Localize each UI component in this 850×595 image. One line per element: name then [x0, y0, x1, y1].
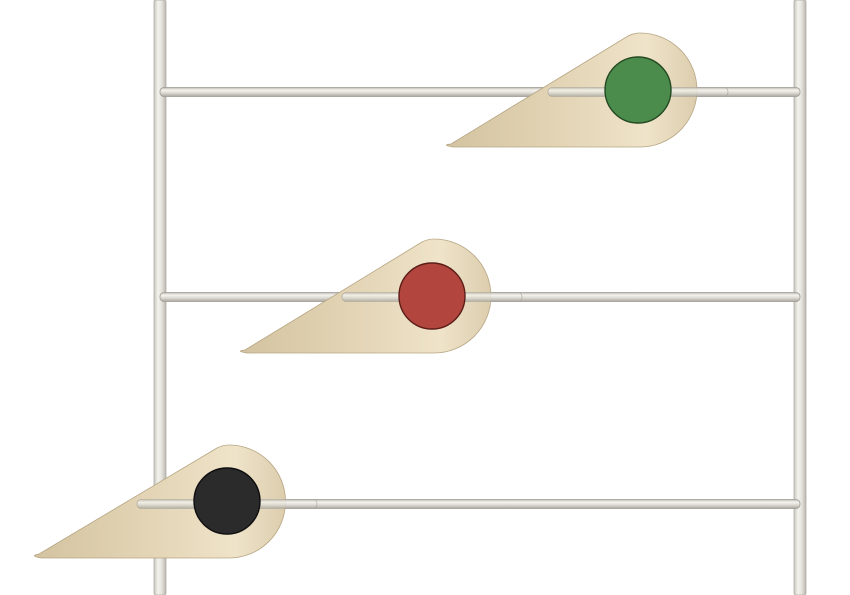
red-marker — [398, 262, 466, 330]
rod-middle — [159, 238, 801, 354]
green-marker — [604, 56, 672, 124]
rod-bottom — [34, 444, 801, 559]
rods-layer — [34, 32, 801, 559]
black-marker — [193, 467, 261, 535]
rod-top — [159, 32, 801, 148]
